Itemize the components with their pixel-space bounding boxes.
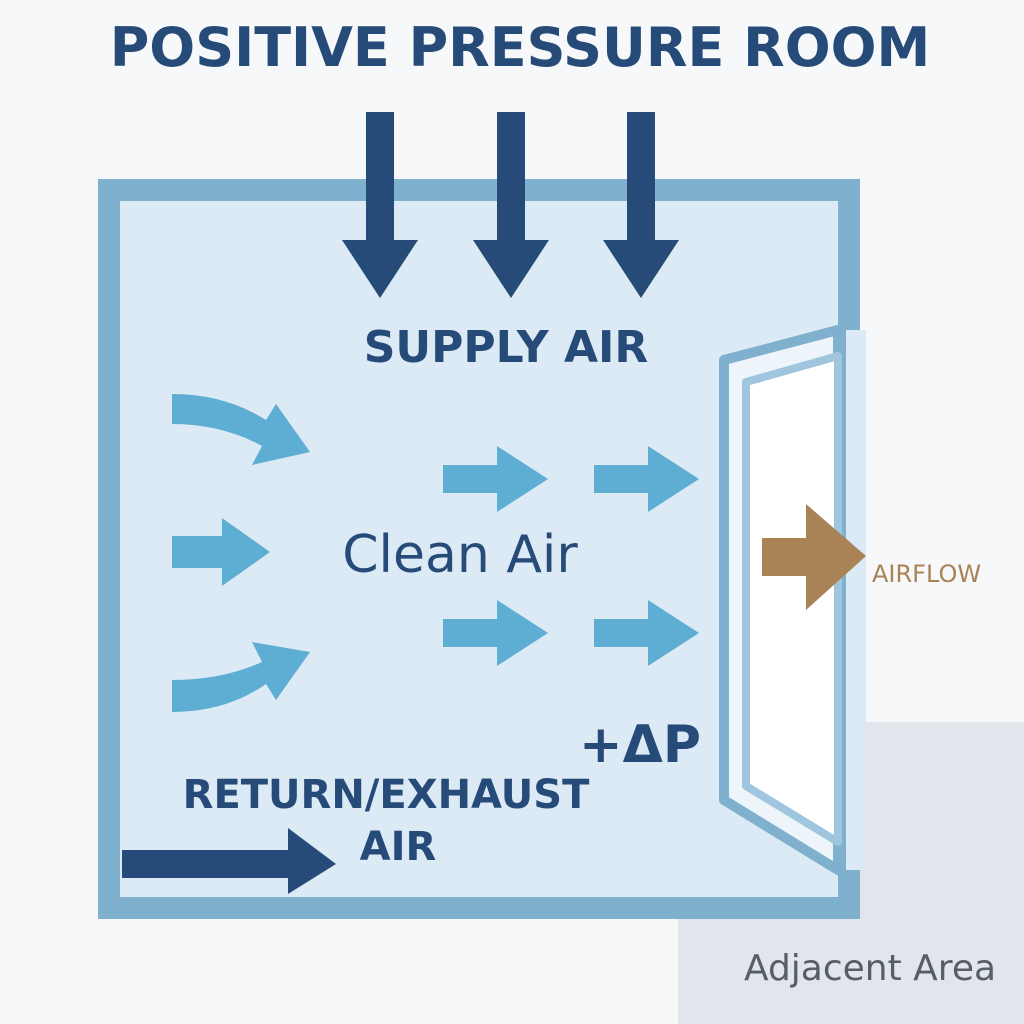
down-arrow-icon	[473, 112, 549, 298]
flow-arrows	[443, 446, 699, 666]
page-title: POSITIVE PRESSURE ROOM	[110, 16, 931, 79]
airflow-label: AIRFLOW	[872, 560, 981, 588]
supply-air-label: SUPPLY AIR	[364, 322, 649, 373]
supply-arrows	[342, 112, 679, 298]
curved-arrow-icon	[172, 394, 310, 465]
right-arrow-icon	[594, 446, 699, 512]
return-air-label: AIR	[360, 824, 437, 870]
curved-arrow-icon	[172, 642, 310, 712]
right-arrow-icon	[594, 600, 699, 666]
adjacent-area-label: Adjacent Area	[744, 948, 996, 989]
return-exhaust-label: RETURN/EXHAUST	[183, 772, 590, 818]
airflow-arrow-icon	[762, 504, 866, 610]
down-arrow-icon	[342, 112, 418, 298]
clean-air-label: Clean Air	[342, 525, 578, 585]
right-arrow-icon	[443, 446, 548, 512]
inflow-arrows	[172, 394, 310, 712]
door-icon	[719, 325, 866, 875]
right-arrow-icon	[443, 600, 548, 666]
right-arrow-icon	[172, 518, 270, 586]
down-arrow-icon	[603, 112, 679, 298]
return-arrow-icon	[122, 828, 336, 894]
pressure-label: +ΔP	[579, 715, 701, 775]
